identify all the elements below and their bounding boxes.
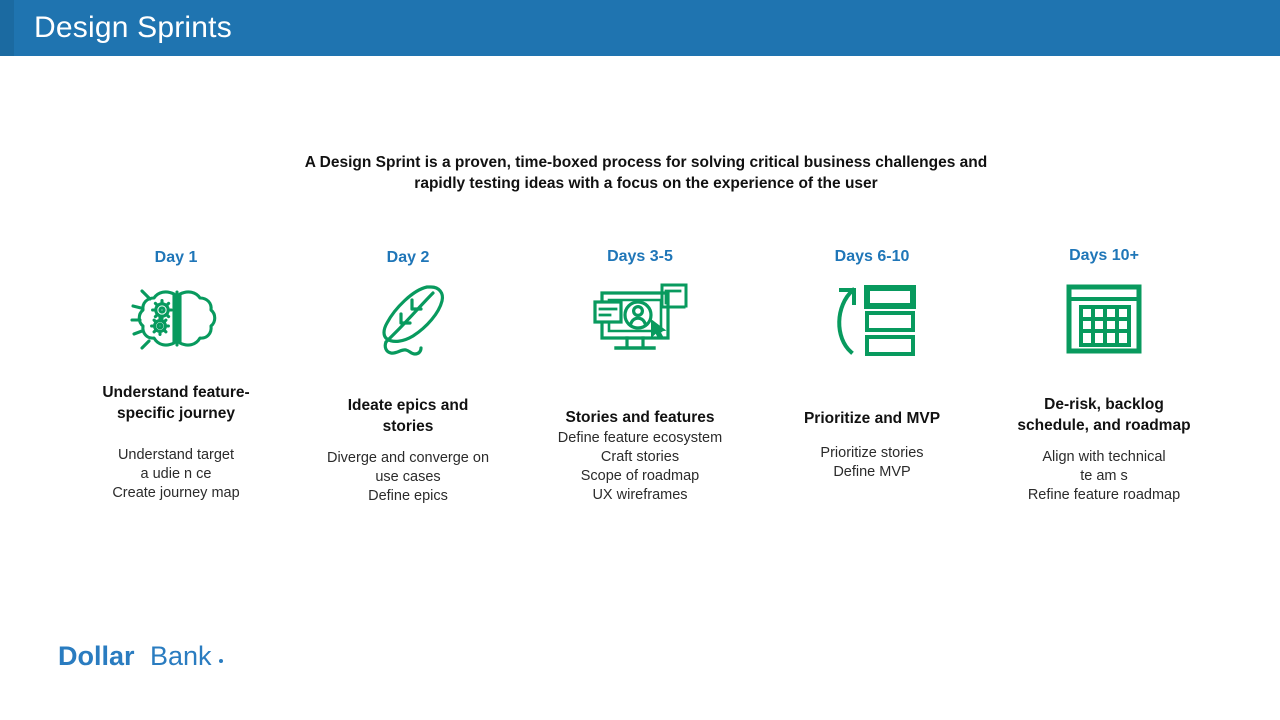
phase-heading-line-1: Ideate epics and: [347, 397, 469, 414]
phase-heading-line-1: De-risk, backlog: [1044, 396, 1164, 413]
phase-bullet: UX wireframes: [592, 487, 688, 503]
phase-bullets: Diverge and converge on use cases Define…: [298, 449, 518, 506]
phase-bullets: Align with technical te am s Refine feat…: [994, 448, 1214, 505]
phase-bullets: Understand target a udie n ce Create jou…: [66, 446, 286, 503]
phase-bullet: Create journey map: [112, 485, 240, 501]
feather-quill-icon: [365, 278, 451, 364]
phase-column-days-10-plus: Days 10+ De-risk, backlog schedule, and …: [988, 247, 1220, 505]
phase-column-day-2: Day 2 Ideate epics and stories Diverge a…: [292, 248, 524, 506]
logo-registered-mark: [219, 659, 223, 663]
phase-day-label: Days 10+: [1069, 247, 1139, 264]
phase-heading-line-2: stories: [382, 418, 434, 435]
phase-bullet: Understand target: [117, 447, 235, 463]
phase-bullet: use cases: [375, 469, 441, 485]
phase-column-day-1: Day 1: [60, 248, 292, 503]
phase-bullets: Define feature ecosystem Craft stories S…: [530, 429, 750, 505]
phase-heading: Prioritize and MVP: [762, 408, 982, 429]
phase-heading: Stories and features: [530, 407, 750, 428]
subtitle: A Design Sprint is a proven, time-boxed …: [240, 152, 1052, 194]
calendar-grid-icon: [1065, 276, 1143, 362]
phase-bullet: Scope of roadmap: [580, 468, 700, 484]
phase-day-label: Days 6-10: [834, 248, 910, 265]
phase-day-label: Days 3-5: [607, 248, 673, 265]
brain-gears-icon: [128, 278, 224, 364]
prioritize-list-arrow-icon: [827, 277, 917, 363]
phase-bullet: Craft stories: [600, 449, 680, 465]
phase-bullet: Define epics: [368, 488, 448, 504]
phase-bullet: te am s: [1080, 468, 1128, 484]
phase-heading-line-2: specific journey: [116, 405, 235, 422]
phase-heading-line-2: schedule, and roadmap: [1017, 417, 1191, 434]
subtitle-line-1: A Design Sprint is a proven, time-boxed …: [304, 154, 988, 171]
logo-word-light: Bank: [150, 641, 212, 671]
phase-day-label: Day 1: [154, 249, 198, 266]
dollar-bank-wordmark: Dollar Bank: [58, 641, 223, 671]
phase-column-days-3-5: Days 3-5: [524, 248, 756, 505]
header-bar: Design Sprints: [0, 0, 1280, 56]
logo-word-bold: Dollar: [58, 641, 135, 671]
phase-day-label: Day 2: [386, 249, 430, 266]
phase-heading-line-1: Prioritize and MVP: [803, 410, 941, 427]
header-accent-stripe: [0, 0, 14, 56]
phase-heading: Understand feature- specific journey: [66, 382, 286, 424]
phase-heading-line-1: Stories and features: [565, 409, 715, 426]
phase-bullets: Prioritize stories Define MVP: [762, 444, 982, 482]
phase-bullet: Diverge and converge on: [326, 450, 490, 466]
dollar-bank-logo: Dollar Bank: [58, 640, 228, 674]
monitor-user-cursor-icon: [590, 277, 690, 363]
phase-bullet: Refine feature roadmap: [1027, 487, 1181, 503]
phase-heading: De-risk, backlog schedule, and roadmap: [994, 394, 1214, 436]
sprint-phase-columns: Day 1: [60, 247, 1220, 506]
phase-heading-line-1: Understand feature-: [102, 384, 250, 401]
phase-column-days-6-10: Days 6-10 Prioritize and MVP Prioritize …: [756, 248, 988, 482]
phase-bullet: Define MVP: [833, 464, 911, 480]
phase-heading: Ideate epics and stories: [298, 395, 518, 437]
phase-bullet: Align with technical: [1042, 449, 1166, 465]
page-title: Design Sprints: [34, 11, 232, 44]
phase-bullet: a udie n ce: [140, 466, 212, 482]
phase-bullet: Prioritize stories: [820, 445, 924, 461]
phase-bullet: Define feature ecosystem: [557, 430, 723, 446]
subtitle-line-2: rapidly testing ideas with a focus on th…: [414, 175, 878, 192]
